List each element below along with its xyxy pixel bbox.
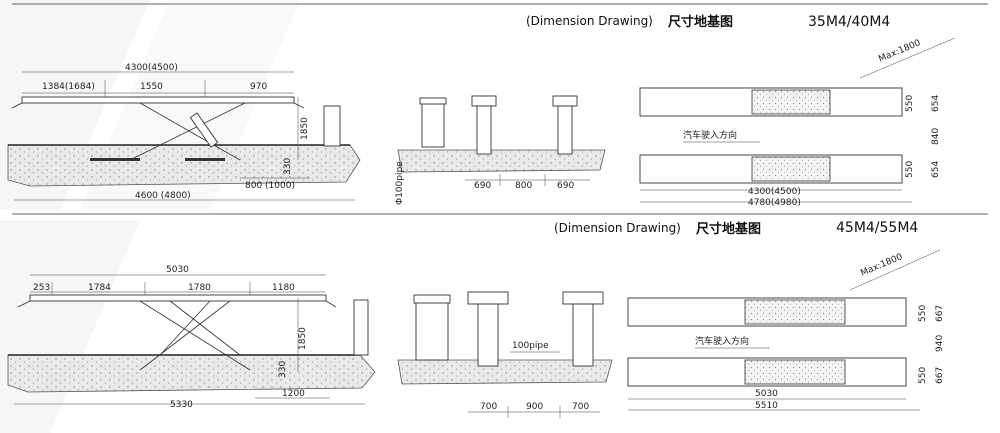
top-plan-view: Max:1800 汽车驶入方向 550 654 840 550 654 4300… [639,37,956,208]
bottom-console [353,299,369,356]
bottom-plan-r1: 550 [918,305,928,322]
top-plan-gap: 840 [931,128,941,145]
bottom-left-pad [467,291,509,305]
bottom-plan-max: Max:1800 [859,252,904,279]
top-dim-pit: 330 [283,158,293,175]
bottom-plan-r2: 667 [935,305,945,322]
top-plan-r2: 654 [931,95,941,112]
bottom-front-w3: 700 [572,402,589,412]
top-dim-height: 1850 [300,117,310,140]
bottom-dim-height: 1850 [298,327,308,350]
bottom-dim-seg1: 1784 [88,283,111,293]
bottom-front-w1: 700 [480,402,497,412]
bottom-dim-seg2: 1780 [188,283,211,293]
bottom-plan-direction: 汽车驶入方向 [695,335,749,347]
top-side-view: 4300(4500) 1384(1684) 1550 970 1850 330 … [7,63,361,201]
top-front-w3: 690 [557,181,574,191]
top-left-pad [471,95,497,107]
bottom-ground [7,354,376,393]
bottom-left-column [477,303,499,367]
bottom-title-cn: 尺寸地基图 [696,221,761,237]
top-front-w1: 690 [474,181,491,191]
bottom-plan-len2: 5510 [755,401,778,411]
top-plan-len1: 4300(4500) [748,187,801,197]
bottom-front-w2: 900 [526,402,543,412]
bottom-front-pipe: 100pipe [512,341,549,351]
top-scissor-arm [129,102,246,161]
top-control-box [421,101,445,148]
top-plan-len2: 4780(4980) [748,198,801,208]
top-right-pad [552,95,578,107]
bottom-control-box [415,301,449,361]
bottom-dim-pit: 330 [278,361,288,378]
bottom-models: 45M4/55M4 [836,220,918,236]
bottom-side-view: 5030 253 1784 1780 1180 1850 330 1200 53… [7,265,376,410]
bottom-plan-gap: 940 [935,335,945,352]
bottom-dim-base: 5330 [170,400,193,410]
top-dim-total: 4300(4500) [125,63,178,73]
top-ground [7,144,361,187]
top-front-view: 690 800 690 Φ100pipe [395,95,606,205]
top-plan-r3: 550 [905,161,915,178]
bottom-platform [29,294,327,302]
top-title-cn: 尺寸地基图 [668,14,733,30]
top-dim-seg3: 970 [250,82,267,92]
top-plan-r4: 654 [931,161,941,178]
bottom-dim-seg0: 253 [33,283,50,293]
bottom-dim-offset: 1200 [282,389,305,399]
top-left-column [476,105,492,155]
bottom-plan-view: Max:1800 汽车驶入方向 550 667 940 550 667 5030… [627,249,945,411]
bottom-plan-r4: 667 [935,367,945,384]
top-console [323,105,341,147]
bottom-right-column [572,303,594,367]
bottom-right-pad [562,291,604,305]
bottom-header: (Dimension Drawing) 尺寸地基图 45M4/55M4 [554,220,918,237]
top-front-pipe: Φ100pipe [395,161,405,205]
bottom-front-view: 100pipe 700 900 700 [397,291,613,418]
top-dim-base: 4600 (4800) [135,191,191,201]
top-dim-seg2: 1550 [140,82,163,92]
top-dim-offset: 800 (1000) [245,181,295,191]
top-scissor-arm [139,102,241,161]
top-title-en: (Dimension Drawing) [526,14,653,28]
top-platform [21,96,295,104]
bottom-dim-seg3: 1180 [272,283,295,293]
top-models: 35M4/40M4 [808,14,890,30]
bottom-title-en: (Dimension Drawing) [554,221,681,235]
bottom-plan-len1: 5030 [755,389,778,399]
bottom-plan-r3: 550 [918,367,928,384]
top-right-column [557,105,573,155]
top-cylinder [189,112,219,148]
top-header: (Dimension Drawing) 尺寸地基图 35M4/40M4 [526,14,890,30]
top-front-w2: 800 [515,181,532,191]
top-dim-seg1: 1384(1684) [42,82,95,92]
top-plan-r1: 550 [905,95,915,112]
top-plan-max: Max:1800 [877,38,922,65]
background-shape [0,220,140,433]
top-plan-direction: 汽车驶入方向 [683,129,737,141]
bottom-dim-total: 5030 [166,265,189,275]
